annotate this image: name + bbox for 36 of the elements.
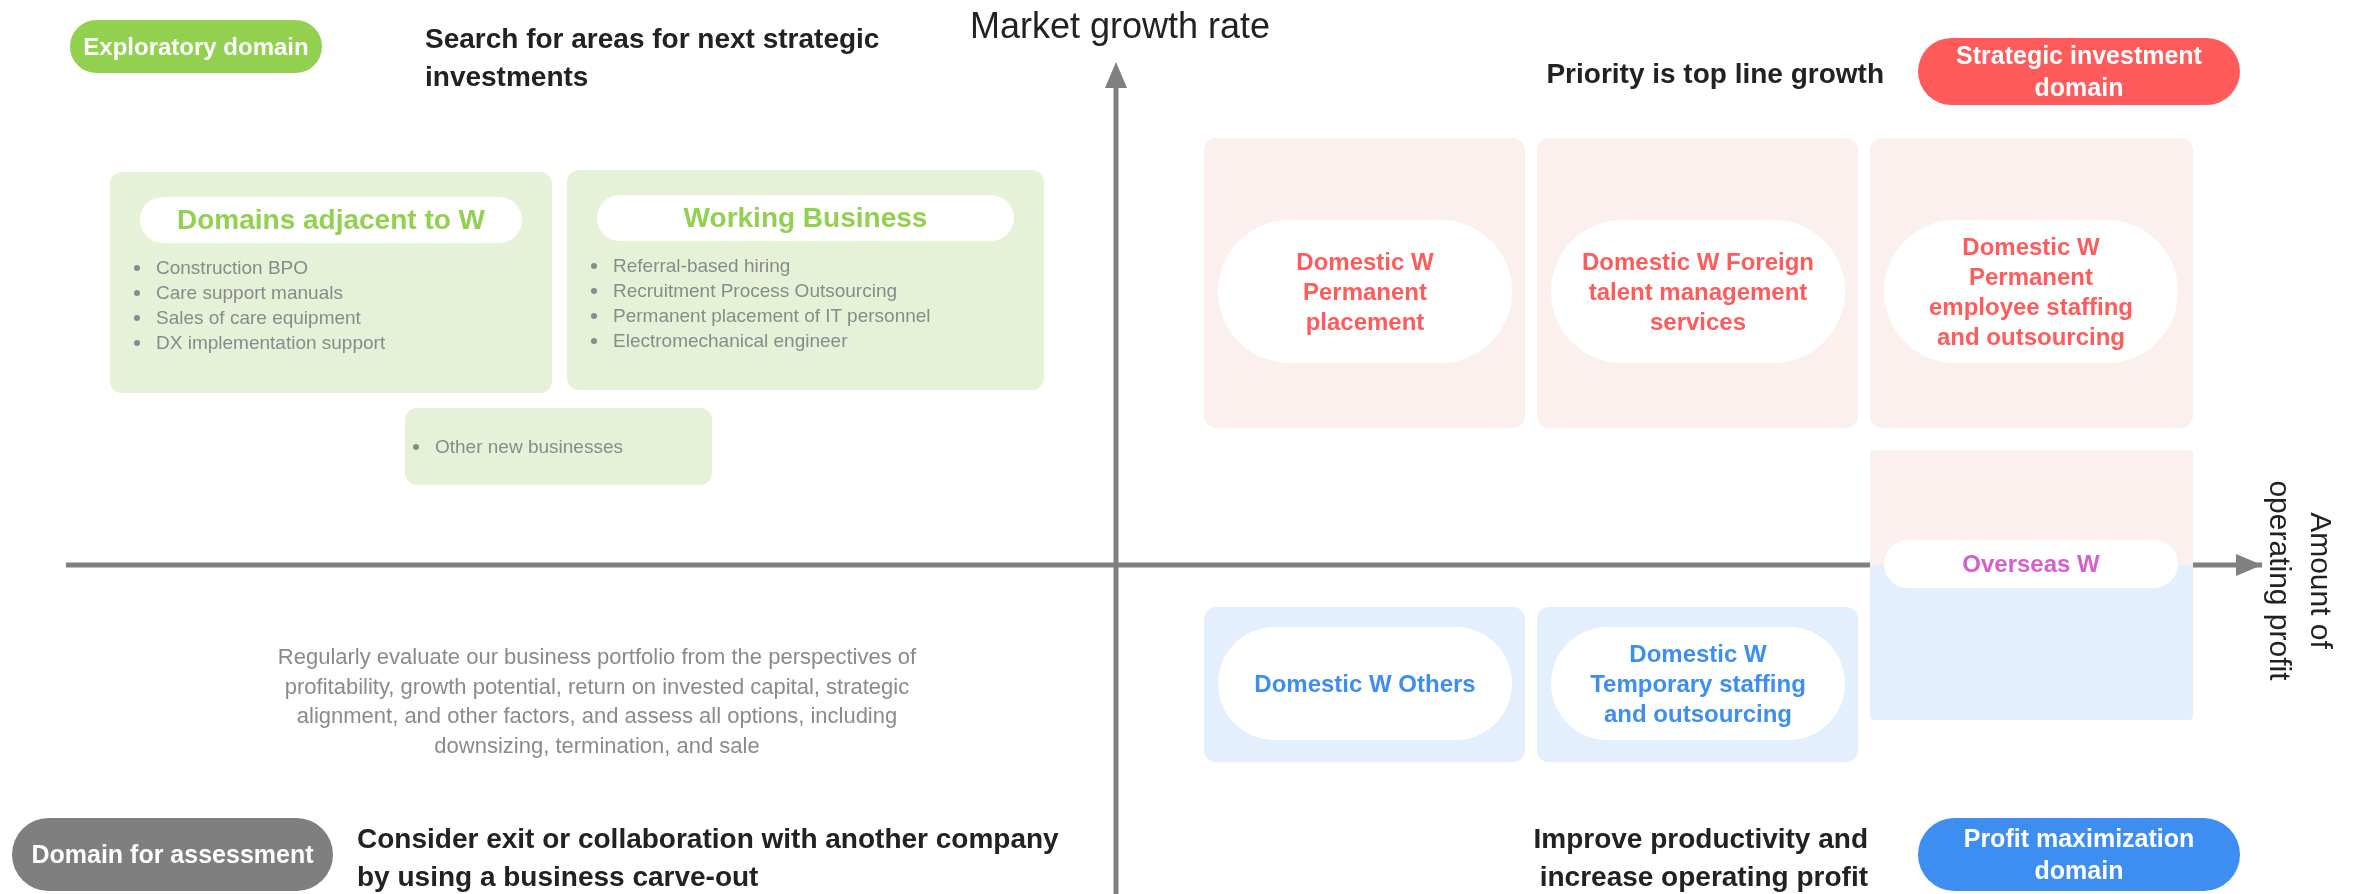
quadrant-note: Search for areas for next strategic investments: [425, 22, 881, 94]
business-name: Domestic W Foreign talent management services: [1581, 246, 1815, 337]
quadrant-note: Consider exit or collaboration with another company by using a business carve-out: [357, 822, 1060, 894]
domain-name: Exploratory domain: [82, 31, 310, 62]
business-name: Domestic W Temporary staffing and outsourcing: [1589, 638, 1807, 729]
axis-label: Amount of operating profit: [2263, 479, 2339, 683]
list-item: Referral-based hiring: [613, 255, 791, 276]
axis-label: Market growth rate: [970, 4, 1272, 48]
quadrant-note: Priority is top line growth: [1545, 57, 1884, 91]
business-name: Domestic W Others: [1253, 668, 1477, 699]
business-name: Overseas W: [1961, 549, 2101, 579]
list-item: Care support manuals: [156, 282, 343, 303]
card-heading: Domains adjacent to W: [140, 197, 522, 243]
domain-name: Domain for assessment: [30, 838, 315, 870]
domain-name: Profit maximization domain: [1962, 823, 2196, 886]
quadrant-card: [1204, 607, 1525, 762]
business-name: Domestic W Permanent placement: [1295, 246, 1435, 337]
domain-name: Strategic investment domain: [1955, 40, 2203, 103]
business-pill: [1884, 540, 2178, 588]
business-name: Domestic W Permanent employee staffing and outsourcing: [1927, 231, 2134, 352]
business-card: [405, 408, 712, 485]
list-item: Electromechanical engineer: [613, 330, 848, 351]
domain-pill: [70, 20, 322, 73]
list-item: Recruitment Process Outsourcing: [613, 280, 898, 301]
quadrant-note: Improve productivity and increase operating profit: [1532, 822, 1868, 894]
list-item: DX implementation support: [156, 332, 386, 353]
list-item: Other new businesses: [435, 436, 623, 457]
quadrant-card: [1537, 607, 1858, 762]
business-card: [110, 172, 552, 393]
list-item: Permanent placement of IT personnel: [613, 305, 931, 326]
business-card: [567, 170, 1044, 390]
quadrant-card: [1870, 450, 2193, 720]
list-item: Construction BPO: [156, 257, 309, 278]
list-item: Sales of care equipment: [156, 307, 361, 328]
card-heading: Working Business: [597, 195, 1014, 241]
assessment-note: Regularly evaluate our business portfolio from the perspectives of profitability, growth potential, return on invested capital, strategic alignment, and other factors, and assess all options, including downsizing, termination, and sale: [276, 643, 918, 761]
